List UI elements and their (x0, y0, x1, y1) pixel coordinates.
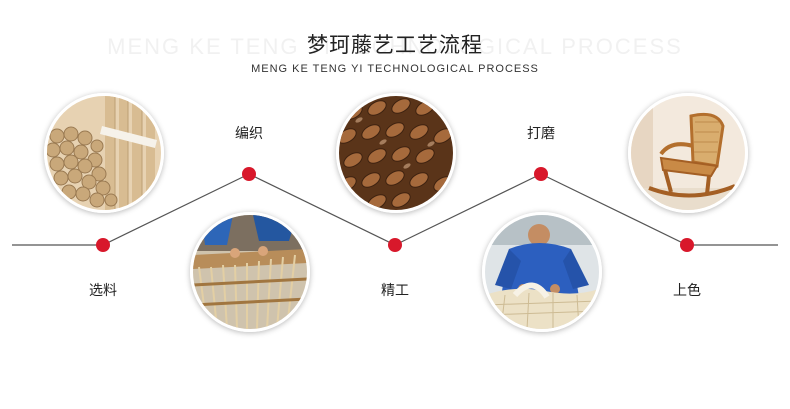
polishing-photo (482, 212, 602, 332)
step-dot-3 (388, 238, 402, 252)
rattan-poles-photo (44, 93, 164, 213)
step-dot-5 (680, 238, 694, 252)
weaving-photo (190, 212, 310, 332)
page-title: 梦珂藤艺工艺流程 (307, 33, 483, 57)
step-dot-2 (242, 167, 256, 181)
watermark-text: MENG KE TENG YI TECHNOLOGICAL PROCESS (107, 34, 683, 59)
step-label-4: 打磨 (527, 126, 555, 142)
page-subtitle: MENG KE TENG YI TECHNOLOGICAL PROCESS (251, 63, 539, 75)
step-label-3: 精工 (381, 283, 409, 299)
rattan-weave-photo (336, 93, 456, 213)
rocking-chair-photo (628, 93, 748, 213)
step-label-5: 上色 (673, 283, 701, 299)
step-dot-1 (96, 238, 110, 252)
step-label-2: 编织 (235, 126, 263, 142)
step-label-1: 选料 (89, 283, 117, 299)
step-dot-4 (534, 167, 548, 181)
